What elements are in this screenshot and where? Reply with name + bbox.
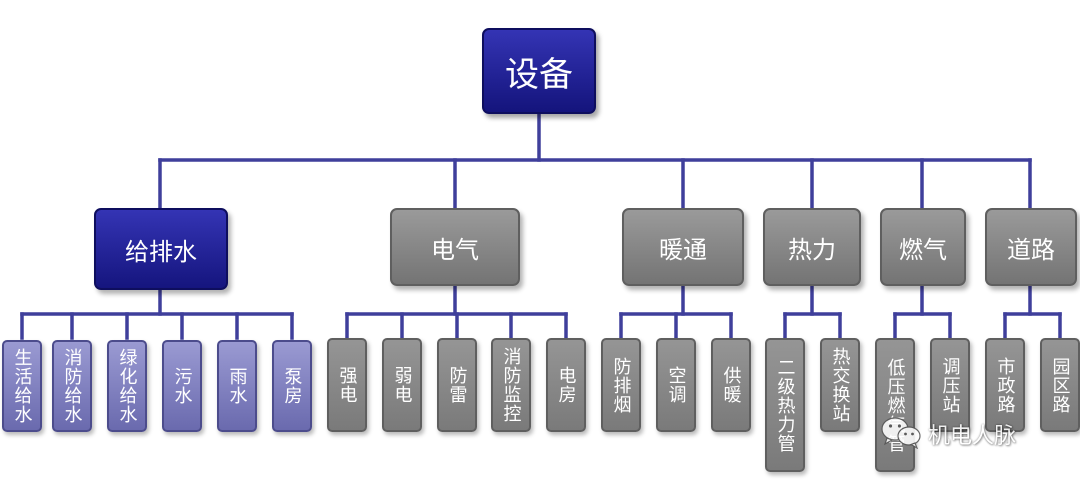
leaf-label: 空调 bbox=[665, 366, 687, 404]
leaf-node: 空调 bbox=[656, 338, 696, 432]
leaf-node: 二级热力管 bbox=[765, 338, 805, 472]
leaf-label: 雨水 bbox=[226, 367, 248, 405]
category-node-road: 道路 bbox=[985, 208, 1077, 286]
leaf-node: 消防给水 bbox=[52, 340, 92, 432]
leaf-label: 强电 bbox=[336, 366, 358, 404]
leaf-node: 雨水 bbox=[217, 340, 257, 432]
leaf-label: 防排烟 bbox=[610, 356, 632, 414]
leaf-label: 生活给水 bbox=[11, 348, 33, 424]
leaf-label: 消防监控 bbox=[500, 347, 522, 423]
category-label: 电气 bbox=[431, 235, 479, 264]
category-node-gas: 燃气 bbox=[880, 208, 966, 286]
leaf-label: 园区路 bbox=[1049, 356, 1071, 414]
leaf-node: 园区路 bbox=[1040, 338, 1080, 432]
leaf-node: 防排烟 bbox=[601, 338, 641, 432]
category-node-hvac: 暖通 bbox=[622, 208, 744, 286]
watermark: 机电人脉 bbox=[880, 415, 1016, 453]
leaf-node: 供暖 bbox=[711, 338, 751, 432]
leaf-node: 生活给水 bbox=[2, 340, 42, 432]
category-label: 道路 bbox=[1007, 235, 1055, 264]
leaf-label: 供暖 bbox=[720, 366, 742, 404]
watermark-text: 机电人脉 bbox=[928, 424, 1017, 449]
category-label: 给排水 bbox=[125, 237, 197, 266]
leaf-label: 调压站 bbox=[939, 356, 961, 414]
root-node-label: 设备 bbox=[505, 54, 573, 95]
leaf-node: 调压站 bbox=[930, 338, 970, 432]
leaf-label: 弱电 bbox=[391, 366, 413, 404]
root-node-equipment: 设备 bbox=[482, 28, 596, 114]
category-node-heating: 热力 bbox=[763, 208, 861, 286]
leaf-node: 弱电 bbox=[382, 338, 422, 432]
leaf-node: 市政路 bbox=[985, 338, 1025, 432]
category-node-water: 给排水 bbox=[94, 208, 228, 290]
leaf-node: 强电 bbox=[327, 338, 367, 432]
leaf-node: 防雷 bbox=[437, 338, 477, 432]
leaf-node: 消防监控 bbox=[491, 338, 531, 432]
category-label: 暖通 bbox=[659, 235, 707, 264]
leaf-label: 污水 bbox=[171, 367, 193, 405]
leaf-label: 电房 bbox=[555, 366, 577, 404]
category-label: 燃气 bbox=[899, 235, 947, 264]
leaf-node: 泵房 bbox=[272, 340, 312, 432]
leaf-label: 泵房 bbox=[281, 367, 303, 405]
leaf-label: 消防给水 bbox=[61, 348, 83, 424]
leaf-node: 热交换站 bbox=[820, 338, 860, 432]
category-node-electrical: 电气 bbox=[390, 208, 520, 286]
leaf-label: 市政路 bbox=[994, 356, 1016, 414]
leaf-node: 污水 bbox=[162, 340, 202, 432]
category-label: 热力 bbox=[788, 235, 836, 264]
leaf-label: 绿化给水 bbox=[116, 348, 138, 424]
leaf-node: 电房 bbox=[546, 338, 586, 432]
leaf-node: 绿化给水 bbox=[107, 340, 147, 432]
leaf-label: 二级热力管 bbox=[774, 357, 796, 453]
leaf-label: 防雷 bbox=[446, 366, 468, 404]
wechat-icon bbox=[880, 415, 922, 453]
leaf-label: 热交换站 bbox=[829, 347, 851, 423]
